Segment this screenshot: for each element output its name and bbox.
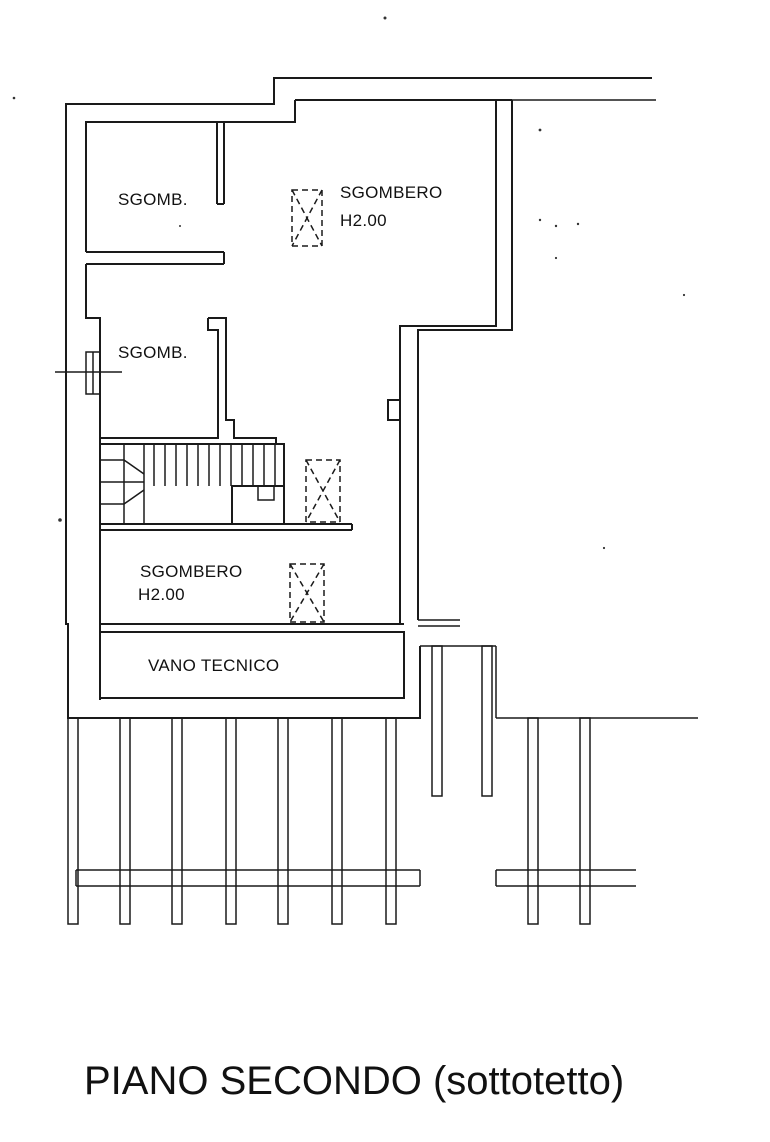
partitions [55,122,277,444]
room-label-sgombero-top: SGOMBERO [340,183,443,202]
room-height-sgombero-bottom: H2.00 [138,585,185,604]
plan-title: PIANO SECONDO (sottotetto) [84,1059,624,1103]
lower-rooms [99,530,460,700]
room-label-sgomb-mid: SGOMB. [118,343,188,362]
roof-rafters [67,645,591,925]
rafter [331,717,343,925]
room-label-sgomb-top: SGOMB. [118,190,188,209]
rafter [385,717,397,925]
rafter [67,717,79,925]
skylight-bottom [289,563,325,623]
rafter [277,717,289,925]
rafter [579,717,591,925]
skylight-middle [305,459,341,523]
rafter-beams [75,869,636,887]
staircase [99,443,285,525]
rafter [527,717,539,925]
room-label-sgombero-bottom: SGOMBERO [140,562,243,581]
skylight-top [291,189,323,247]
rafter [481,645,493,797]
outer-walls [65,77,656,719]
rafter [225,717,237,925]
rafter [431,645,443,797]
scan-specks [12,16,686,550]
rafter [119,717,131,925]
right-structure [420,645,698,719]
room-label-vano-tecnico: VANO TECNICO [148,656,279,675]
room-height-sgombero-top: H2.00 [340,211,387,230]
rafter [171,717,183,925]
